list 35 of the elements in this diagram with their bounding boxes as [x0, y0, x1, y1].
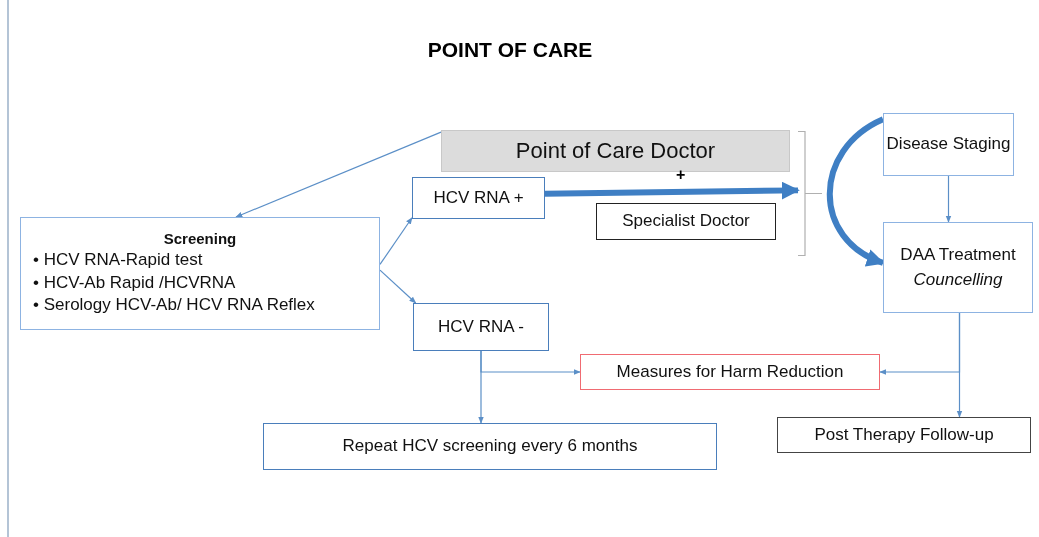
box-text: Point of Care Doctor	[515, 137, 716, 166]
doctor-box	[596, 203, 776, 240]
process-box	[580, 354, 880, 390]
result-box	[413, 303, 549, 351]
doctor-box	[441, 130, 790, 172]
thick-arrow	[826, 116, 885, 266]
arrow	[956, 312, 963, 418]
box-text: Councelling	[913, 268, 1003, 291]
box-text: Repeat HCV screening every 6 months	[342, 435, 638, 458]
box-text: Specialist Doctor	[622, 210, 750, 233]
list-item: • HCV RNA-Rapid test	[33, 248, 204, 271]
box-text: Measures for Harm Reduction	[616, 360, 844, 383]
arrow	[379, 217, 413, 266]
box-text: HCV RNA -	[438, 315, 524, 338]
result-box	[412, 177, 545, 219]
list-item: • HCV-Ab Rapid /HCVRNA	[33, 271, 237, 294]
arrow	[235, 131, 442, 218]
box-text: Disease Staging	[886, 133, 1011, 156]
treatment-box	[883, 222, 1033, 313]
plus-sign: +	[676, 166, 686, 184]
process-box	[263, 423, 717, 470]
box-heading: Screening	[163, 229, 237, 247]
box-text: HCV RNA +	[433, 186, 524, 209]
diagram-title: POINT OF CARE	[426, 38, 594, 62]
process-box	[777, 417, 1031, 453]
screening-box	[20, 217, 380, 330]
list-item: • Serology HCV-Ab/ HCV RNA Reflex	[33, 294, 316, 317]
box-text: DAA Treatment	[900, 243, 1016, 266]
arrow	[478, 350, 484, 424]
thick-arrow	[544, 181, 800, 200]
arrow	[379, 269, 417, 304]
box-text: Post Therapy Follow-up	[814, 423, 994, 446]
arrow	[945, 175, 952, 223]
process-box	[883, 113, 1014, 176]
bracket	[798, 131, 822, 256]
